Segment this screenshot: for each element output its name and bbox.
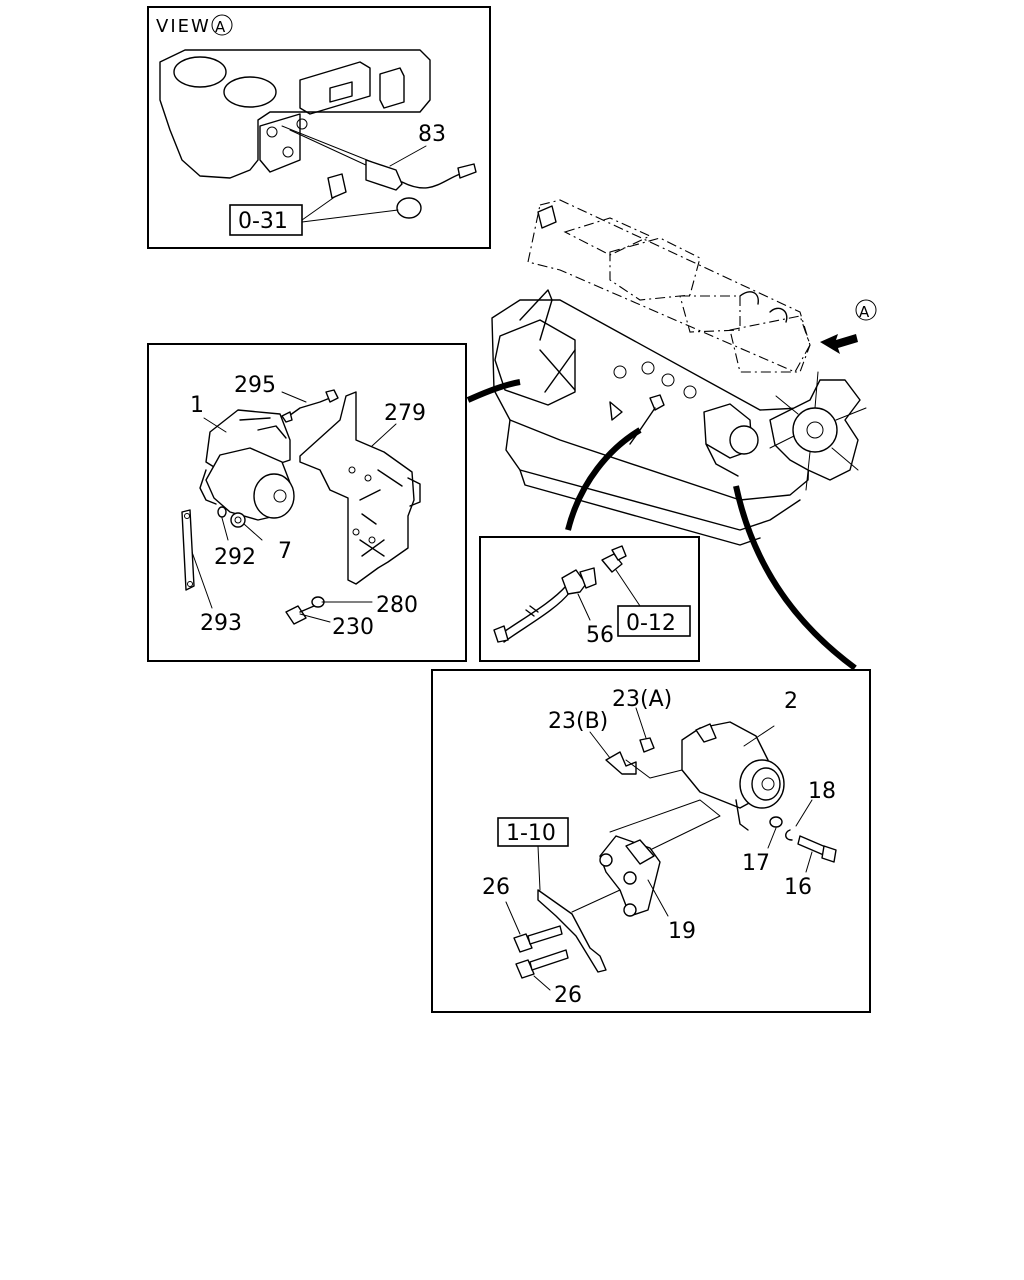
label-19: 19: [668, 919, 696, 944]
sensor-56-drawing: [493, 567, 597, 643]
cylinder-head-drawing: [159, 49, 431, 179]
label-23b: 23(B): [548, 709, 608, 734]
engine-overview: A: [491, 199, 877, 546]
sensor-83-drawing: [365, 145, 477, 191]
label-26-bottom: 26: [554, 983, 582, 1008]
ref-box-0-31: [229, 204, 303, 236]
view-a-marker: A: [215, 18, 226, 36]
label-23a: 23(A): [612, 687, 672, 712]
view-arrow: A: [820, 299, 877, 354]
strap-293-drawing: [181, 509, 213, 609]
cable-295-drawing: [281, 389, 339, 423]
ref-box-1-10: [497, 817, 569, 847]
fasteners-230-280-drawing: [285, 596, 373, 625]
label-295: 295: [234, 373, 276, 398]
ref-0-12: 0-12: [626, 611, 676, 636]
view-a-panel: VIEW A: [147, 6, 491, 249]
plug-parts-drawing: [301, 173, 422, 223]
label-279: 279: [384, 401, 426, 426]
label-16: 16: [784, 875, 812, 900]
label-293: 293: [200, 611, 242, 636]
fasteners-292-7-drawing: [217, 506, 263, 541]
engine-marker: A: [859, 303, 870, 321]
label-83: 83: [418, 122, 446, 147]
fan-drawing: [769, 371, 867, 491]
starter-motor-drawing: [199, 409, 295, 521]
label-26-top: 26: [482, 875, 510, 900]
label-1: 1: [190, 393, 204, 418]
clip-23b-drawing: [605, 751, 637, 775]
starter-panel: 295 1 279 292 7 293 280 230: [147, 343, 467, 662]
bracket-19-drawing: [599, 835, 669, 917]
ref-1-10: 1-10: [506, 821, 556, 846]
label-56: 56: [586, 623, 614, 648]
bolt-26-top-drawing: [505, 901, 563, 953]
fitting-0-12-drawing: [601, 545, 641, 607]
label-7: 7: [278, 539, 292, 564]
label-280: 280: [376, 593, 418, 618]
label-2: 2: [784, 689, 798, 714]
ref-box-0-12: [617, 605, 691, 637]
sensor-panel: 56 0-12: [479, 536, 700, 662]
label-292: 292: [214, 545, 256, 570]
label-18: 18: [808, 779, 836, 804]
bolt-16-drawing: [797, 835, 837, 873]
alternator-panel: 2 23(A) 23(B) 18 17 16 1-10 26 19 26: [431, 669, 871, 1013]
washer-17-drawing: [769, 816, 783, 828]
alternator-drawing: [681, 721, 785, 831]
bracket-279-drawing: [299, 391, 421, 585]
nut-23a-drawing: [639, 737, 655, 753]
view-a-marker-circle: [211, 14, 233, 36]
ref-0-31: 0-31: [238, 209, 288, 234]
bolt-26-bottom-drawing: [515, 949, 569, 991]
label-230: 230: [332, 615, 374, 640]
leader-curves: [466, 379, 857, 671]
label-17: 17: [742, 851, 770, 876]
clip-18-drawing: [785, 829, 793, 841]
bracket-1-10-drawing: [537, 845, 621, 973]
engine-marker-circle: [855, 299, 877, 321]
view-a-title: VIEW: [156, 16, 211, 37]
